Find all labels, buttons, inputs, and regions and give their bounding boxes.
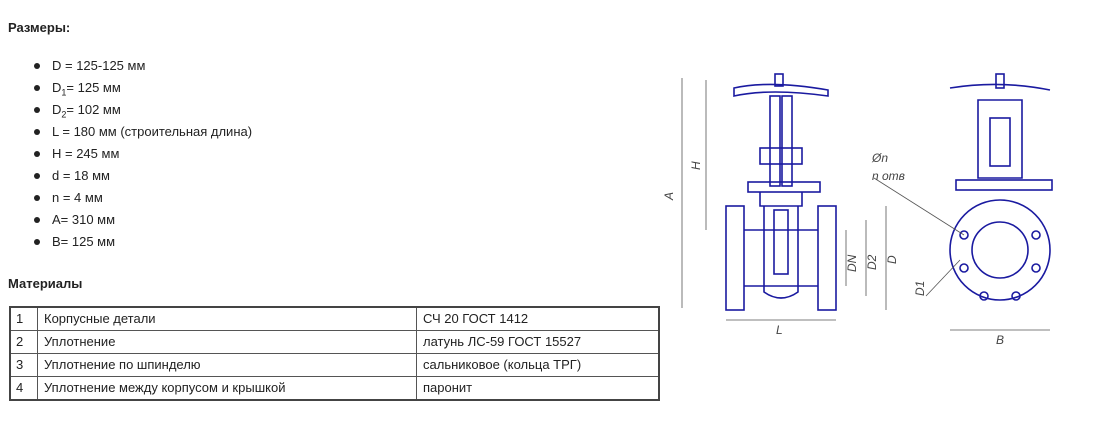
bonnet xyxy=(759,192,803,207)
front-view xyxy=(725,73,837,311)
bolt-hole xyxy=(959,230,969,240)
bolt-hole xyxy=(1011,291,1021,301)
front-dim-labels: A H L DN D2 D xyxy=(662,161,899,337)
bonnet-flange xyxy=(747,181,821,193)
part-name: Уплотнение между корпусом и крышкой xyxy=(37,376,417,401)
bolt-hole xyxy=(979,291,989,301)
dimension-item: d = 18 мм xyxy=(34,165,252,187)
label-H: H xyxy=(689,161,703,170)
row-number: 4 xyxy=(9,376,38,401)
bolt-hole xyxy=(1031,263,1041,273)
table-row: 2 Уплотнение латунь ЛС-59 ГОСТ 15527 xyxy=(9,330,660,354)
dimension-item: L = 180 мм (строительная длина) xyxy=(34,121,252,143)
stem-top-side xyxy=(995,73,1005,89)
dimensions-list: D = 125-125 мм D1= 125 мм D2= 102 мм L =… xyxy=(34,55,252,253)
table-row: 1 Корпусные детали СЧ 20 ГОСТ 1412 xyxy=(9,306,660,331)
leader-bolt-holes xyxy=(873,177,965,236)
part-material: сальниковое (кольца ТРГ) xyxy=(416,353,660,377)
front-dimensions xyxy=(681,78,887,321)
gland xyxy=(759,147,803,165)
side-view xyxy=(949,73,1053,301)
leader-D1 xyxy=(925,259,961,297)
part-material: латунь ЛС-59 ГОСТ 15527 xyxy=(416,330,660,354)
part-name: Уплотнение по шпинделю xyxy=(37,353,417,377)
yoke-left xyxy=(769,95,781,187)
flange-circle xyxy=(949,199,1051,301)
dimension-item: B= 125 мм xyxy=(34,231,252,253)
row-number: 1 xyxy=(9,306,38,331)
materials-table: 1 Корпусные детали СЧ 20 ГОСТ 1412 2 Упл… xyxy=(9,306,660,401)
bolt-hole xyxy=(959,263,969,273)
label-dn: Øn xyxy=(871,151,888,165)
side-dim-labels: Øn n отв D1 B xyxy=(871,151,1004,347)
table-row: 3 Уплотнение по шпинделю сальниковое (ко… xyxy=(9,353,660,377)
label-B: B xyxy=(996,333,1004,347)
label-A: A xyxy=(662,192,676,201)
body-flange-left xyxy=(725,205,745,311)
yoke-side xyxy=(977,99,1023,179)
wedge xyxy=(773,209,789,275)
bore-circle xyxy=(971,221,1029,279)
dimension-item: H = 245 мм xyxy=(34,143,252,165)
table-row: 4 Уплотнение между корпусом и крышкой па… xyxy=(9,376,660,401)
stem-top xyxy=(774,73,784,87)
label-DN: DN xyxy=(845,254,859,272)
dimension-item: n = 4 мм xyxy=(34,187,252,209)
part-material: СЧ 20 ГОСТ 1412 xyxy=(416,306,660,331)
dimension-item: D2= 102 мм xyxy=(34,99,252,121)
bolt-hole xyxy=(1031,230,1041,240)
label-D1: D1 xyxy=(913,281,927,296)
dimension-item: D = 125-125 мм xyxy=(34,55,252,77)
dimension-item: D1= 125 мм xyxy=(34,77,252,99)
label-L: L xyxy=(776,323,783,337)
valve-technical-drawing: A H L DN D2 D Øn n отв D1 B xyxy=(662,73,1053,347)
part-material: паронит xyxy=(416,376,660,401)
label-n-otv: n отв xyxy=(872,169,905,183)
handwheel-side xyxy=(949,83,1051,91)
bonnet-flange-side xyxy=(955,179,1053,191)
handwheel-front xyxy=(733,83,829,97)
part-name: Корпусные детали xyxy=(37,306,417,331)
dimension-item: A= 310 мм xyxy=(34,209,252,231)
row-number: 2 xyxy=(9,330,38,354)
body-flange-right xyxy=(817,205,837,311)
materials-heading: Материалы xyxy=(8,276,83,291)
body-center xyxy=(763,206,799,299)
label-D: D xyxy=(885,255,899,264)
yoke-right xyxy=(781,95,793,187)
label-D2: D2 xyxy=(865,254,879,270)
side-dimensions xyxy=(873,177,1050,331)
yoke-window xyxy=(989,117,1011,167)
sizes-heading: Размеры: xyxy=(8,20,71,35)
row-number: 3 xyxy=(9,353,38,377)
body-pipe xyxy=(744,229,818,287)
part-name: Уплотнение xyxy=(37,330,417,354)
